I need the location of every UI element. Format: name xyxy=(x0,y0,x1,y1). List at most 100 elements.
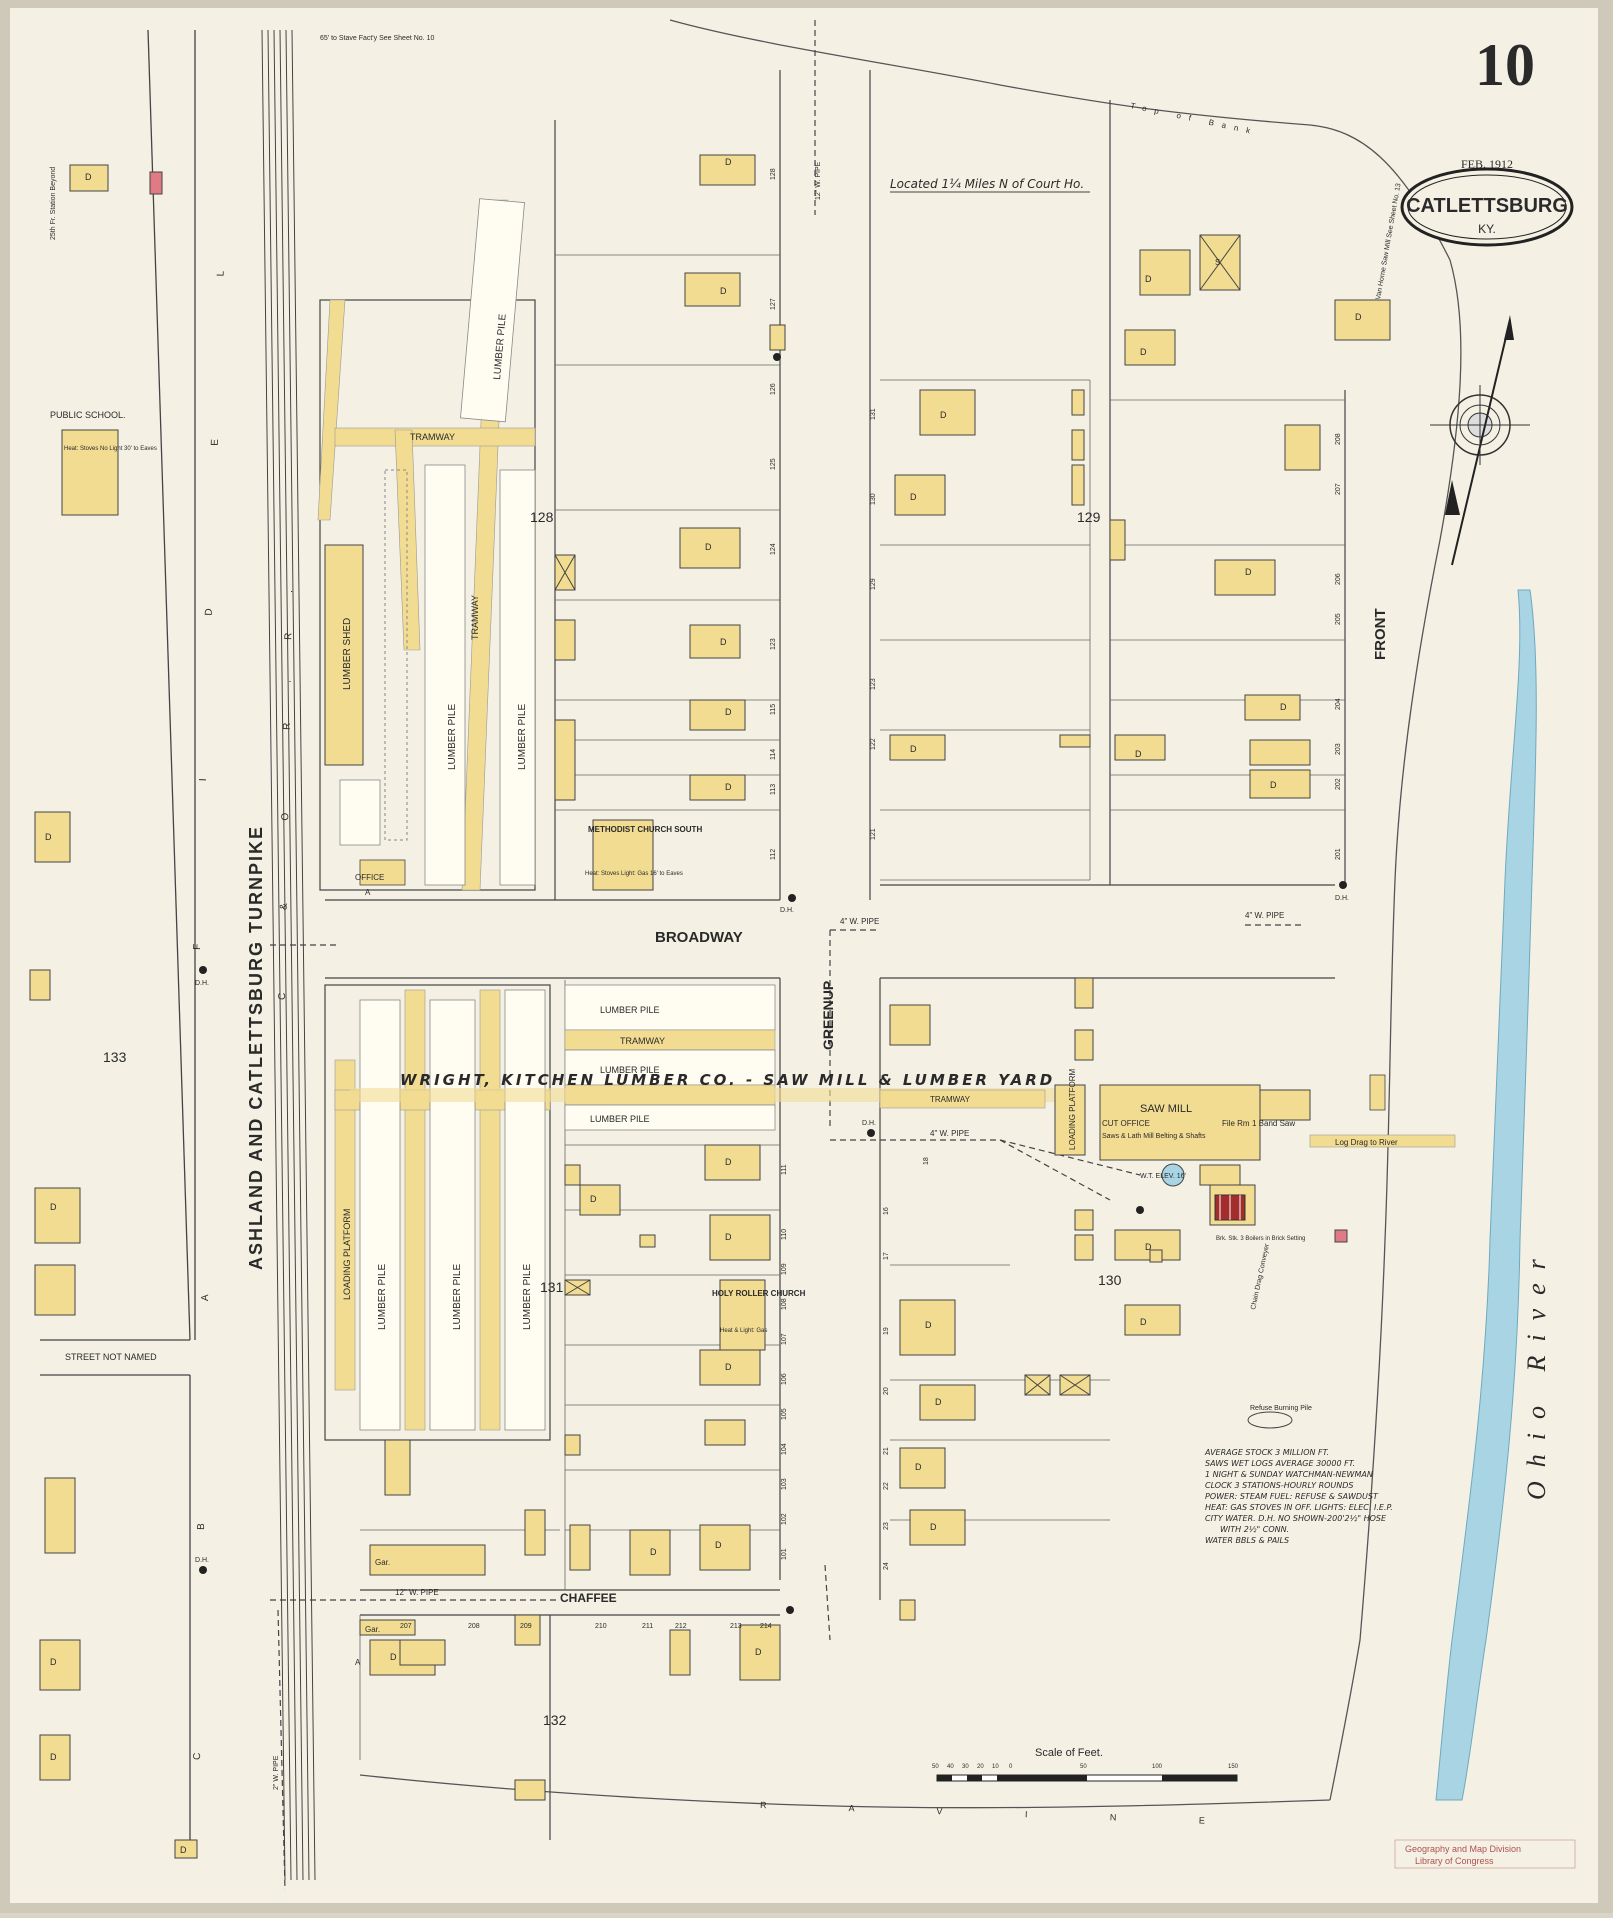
house-number: 101 xyxy=(781,1548,788,1560)
cartouche-inner xyxy=(1407,174,1567,240)
dwelling xyxy=(704,1144,761,1181)
dwelling-letters: D D D D D D D D D D D D D D D D D D D D … xyxy=(45,157,1362,1855)
house-number: 211 xyxy=(642,1623,653,1630)
saw-mill-complex xyxy=(879,1074,1456,1263)
house-number: 108 xyxy=(781,1298,788,1310)
page-number: 10 xyxy=(1475,32,1535,98)
lumber-shed xyxy=(324,544,364,766)
shed xyxy=(564,1164,581,1186)
dwelling xyxy=(899,1299,956,1356)
hydrant-icon xyxy=(786,1606,794,1614)
block-number: 131 xyxy=(540,1279,564,1295)
station-note: 25th Fr. Station Beyond xyxy=(50,167,57,240)
house-number: 115 xyxy=(770,704,777,715)
dwelling xyxy=(899,1447,946,1489)
saws-label: Saws & Lath Mill Belting & Shafts xyxy=(1102,1133,1206,1140)
hydrant-label: D.H. xyxy=(195,980,209,987)
shed xyxy=(569,1524,591,1571)
mill-platform-label: LOADING PLATFORM xyxy=(1068,1068,1077,1150)
band-saw-label: 1 Band Saw xyxy=(1252,1119,1295,1128)
dwelling-letter: D xyxy=(910,492,917,502)
dwelling-letter: D xyxy=(705,542,712,552)
scale-tick: 20 xyxy=(977,1764,984,1770)
garage-label: Gar. xyxy=(365,1625,380,1634)
house-number: 127 xyxy=(770,298,777,310)
dwelling xyxy=(889,734,946,761)
methodist-church-detail: Heat: Stoves Light: Gas 16' to Eaves xyxy=(585,871,683,877)
house-number: 125 xyxy=(770,458,777,470)
dwelling xyxy=(69,164,109,192)
public-school-detail: Heat: Stoves No Light 30' to Eaves xyxy=(64,446,157,452)
mill-stat-line: 1 NIGHT & SUNDAY WATCHMAN-NEWMAN xyxy=(1205,1470,1373,1479)
house-number: 207 xyxy=(1335,483,1342,495)
dwelling-letter: D xyxy=(45,832,52,842)
dwelling xyxy=(699,154,756,186)
house-numbers-chaffee: 207 208 209 210 211 212 213 214 xyxy=(400,1623,772,1630)
office-label: OFFICE xyxy=(355,873,384,882)
lumber-pile-label-5: LUMBER PILE xyxy=(600,1065,660,1075)
broadway-label: BROADWAY xyxy=(655,929,743,946)
dwelling xyxy=(699,1524,751,1571)
house-number: 207 xyxy=(400,1623,412,1630)
house-number: 208 xyxy=(468,1623,480,1630)
dwelling-letter: D xyxy=(1145,1242,1152,1252)
holy-roller-church xyxy=(719,1279,766,1351)
dwelling-letter: D xyxy=(1245,567,1252,577)
house-number: 104 xyxy=(781,1443,788,1455)
top-of-bank-line xyxy=(669,19,1462,1801)
house-number: 209 xyxy=(520,1623,532,1630)
scale-tick: 10 xyxy=(992,1764,999,1770)
dwelling xyxy=(1284,424,1321,471)
house-number: 212 xyxy=(675,1623,687,1630)
mill-stat-line: CITY WATER. D.H. NO SHOWN-200'2½" HOSE xyxy=(1205,1514,1387,1523)
house-number: 210 xyxy=(595,1623,607,1630)
water-pipes xyxy=(270,20,1305,1891)
scale-tick: 0 xyxy=(1009,1764,1013,1770)
lumber-pile-label-4: LUMBER PILE xyxy=(600,1005,660,1015)
ohio-river xyxy=(1435,589,1537,1801)
dwelling-letter: D xyxy=(725,157,732,167)
dwelling-letter: D xyxy=(720,637,727,647)
dwelling xyxy=(384,1439,411,1496)
scale-tick: 100 xyxy=(1152,1764,1163,1770)
dwelling-letter: D xyxy=(725,1157,732,1167)
cartouche-outer xyxy=(1400,167,1574,247)
loading-platform-label: LOADING PLATFORM xyxy=(342,1209,352,1300)
house-number: 110 xyxy=(781,1229,788,1240)
street-lines xyxy=(325,70,1346,1840)
house-number: 214 xyxy=(760,1623,772,1630)
dwelling-letter: D xyxy=(940,410,947,420)
house-number: 128 xyxy=(770,168,777,180)
house-number: 206 xyxy=(1335,573,1342,585)
hydrant-icon xyxy=(199,1566,207,1574)
hydrants xyxy=(199,353,1347,1614)
dwelling xyxy=(894,474,946,516)
house-number: 106 xyxy=(781,1373,788,1385)
dwelling xyxy=(1244,694,1301,721)
dwelling xyxy=(1249,739,1311,766)
dwelling-letter: D xyxy=(50,1202,57,1212)
block-numbers: 128 129 130 131 132 133 xyxy=(103,509,1122,1728)
dwelling xyxy=(889,1004,931,1046)
dwelling-letter: D xyxy=(725,1232,732,1242)
water-tank-label: W.T. ELEV. 16' xyxy=(1140,1173,1186,1180)
house-number: 103 xyxy=(781,1478,788,1490)
house-number: 129 xyxy=(870,578,877,590)
house-number: 18 xyxy=(923,1157,930,1165)
hydrant-label: D.H. xyxy=(195,1557,209,1564)
dwelling xyxy=(1334,299,1391,341)
scale-tick: 50 xyxy=(1080,1764,1087,1770)
scale-title: Scale of Feet. xyxy=(1035,1747,1103,1759)
dwelling-letter: D xyxy=(755,1647,762,1657)
dwelling-letter: D xyxy=(725,1362,732,1372)
hydrant-icon xyxy=(1136,1206,1144,1214)
scale-tick: 40 xyxy=(947,1764,954,1770)
dwelling xyxy=(684,272,741,307)
lumber-pile-label-9: LUMBER PILE xyxy=(377,1264,388,1330)
compass-rose-icon xyxy=(1430,315,1530,566)
dwelling-letter: D xyxy=(50,1752,57,1762)
dwelling xyxy=(699,1349,761,1386)
pipe-label: 4" W. PIPE xyxy=(840,917,879,926)
scale-tick: 30 xyxy=(962,1764,969,1770)
tramway-label-2: TRAMWAY xyxy=(470,595,480,640)
